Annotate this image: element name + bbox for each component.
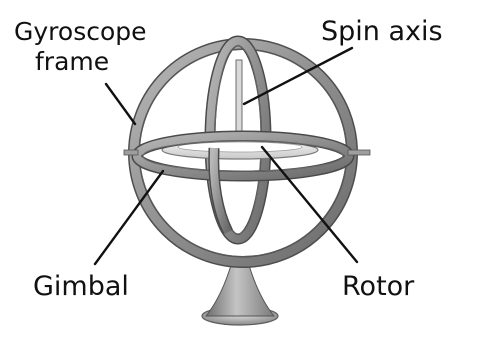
gimbal-label: Gimbal (33, 271, 129, 302)
gyroscope-frame-label-line2: frame (35, 47, 109, 76)
gyroscope-frame-label-line1: Gyroscope (14, 17, 147, 46)
spin-axis-label: Spin axis (321, 16, 443, 47)
stand (202, 259, 278, 325)
rotor-label: Rotor (342, 271, 415, 302)
frame-leader-line (106, 84, 135, 124)
